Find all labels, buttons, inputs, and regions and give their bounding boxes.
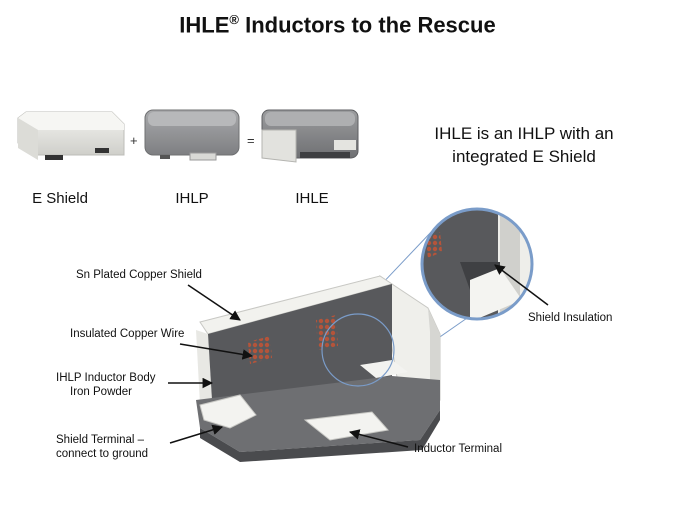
callout-inductor-body-line2: Iron Powder [70,386,133,398]
label-ihlp: IHLP [175,190,209,207]
zoom-detail [420,207,534,321]
slide-title: IHLE® Inductors to the Rescue [0,12,675,38]
description-text: IHLE is an IHLP with an integrated E Shi… [434,124,614,166]
label-ihle: IHLE [295,190,329,207]
callout-shield-terminal-line2: connect to ground [56,448,149,460]
arrow-sn-shield [187,284,241,321]
e-shield-image [17,111,125,160]
callout-shield-insulation: Shield Insulation [528,312,613,324]
callout-shield-terminal-line1: Shield Terminal – [56,434,145,446]
arrow-insulated-wire [179,343,254,360]
arrow-shield-insulation [494,264,549,306]
callout-inductor-terminal: Inductor Terminal [414,443,502,455]
callout-insulated-wire: Insulated Copper Wire [70,328,185,340]
callout-inductor-body: IHLP Inductor Body Iron Powder [56,371,156,399]
cutaway-component [196,274,441,462]
plus-operator: + [130,133,138,148]
callout-shield-terminal: Shield Terminal – connect to ground [56,433,148,461]
ihlp-image [144,109,240,161]
callout-inductor-body-line1: IHLP Inductor Body [56,372,156,384]
ihle-image [261,109,359,163]
callout-sn-plated-shield: Sn Plated Copper Shield [76,269,202,281]
registered-mark: ® [229,12,239,27]
title-rest: Inductors to the Rescue [239,12,496,38]
title-main: IHLE [179,12,230,38]
arrow-shield-terminal [169,424,224,444]
arrow-inductor-terminal [348,429,409,448]
equals-operator: = [247,133,255,148]
label-e-shield: E Shield [32,190,88,207]
